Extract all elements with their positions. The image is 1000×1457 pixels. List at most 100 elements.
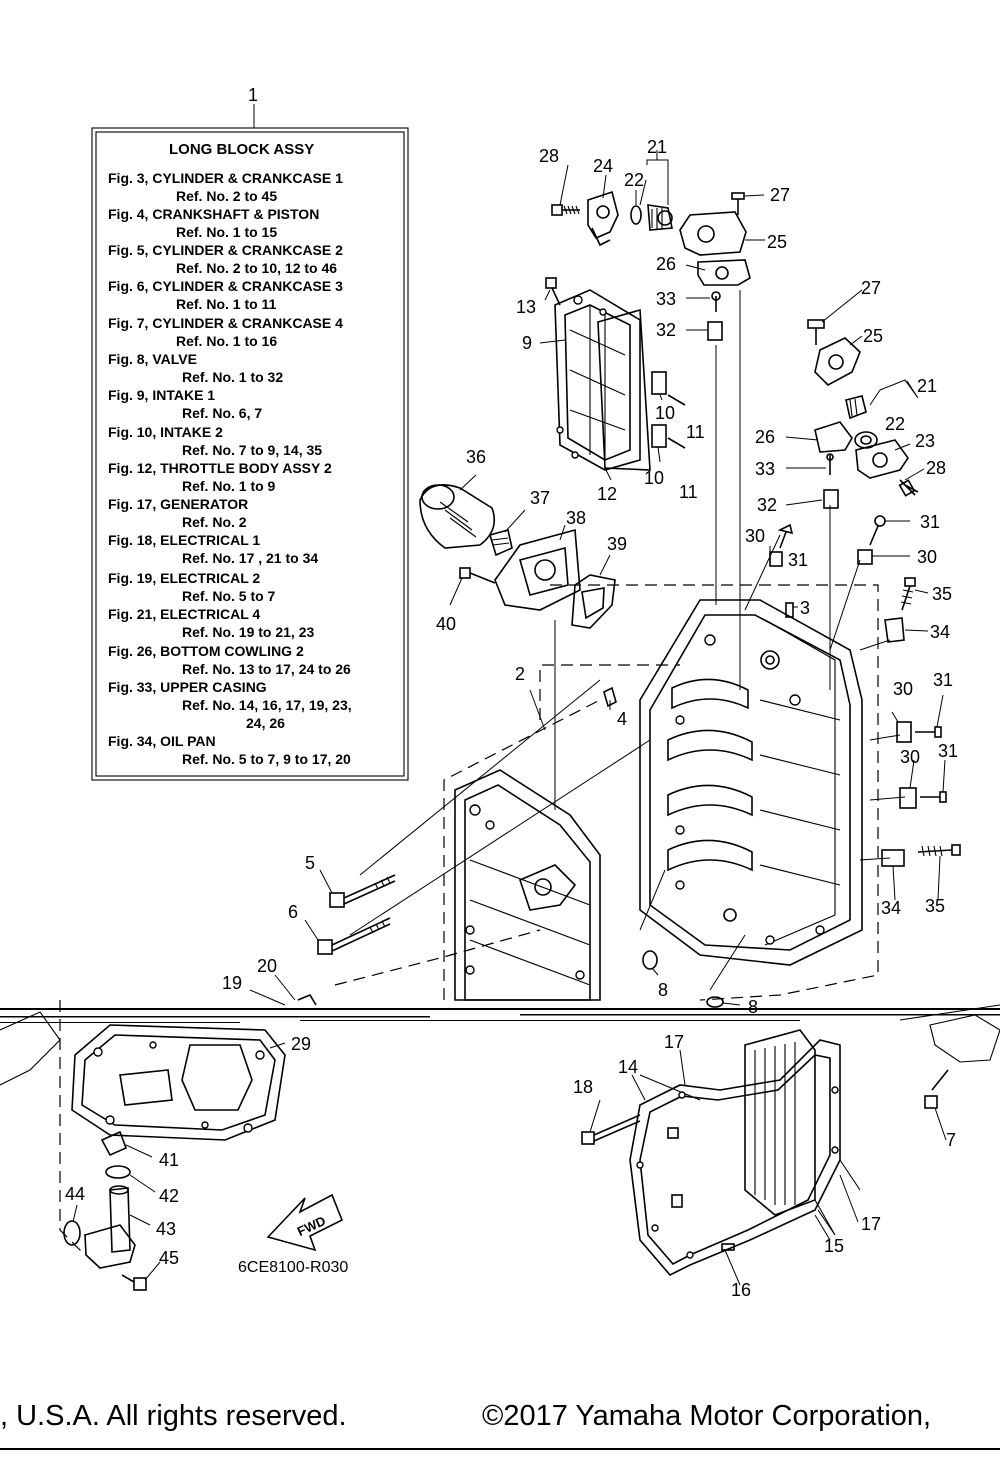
assembly-outline-lines (59, 290, 906, 1253)
callout-44: 44 (65, 1184, 85, 1204)
fig-line: Fig. 19, ELECTRICAL 2 (108, 570, 260, 586)
callout-16: 16 (731, 1280, 751, 1300)
ref-line: Ref. No. 14, 16, 17, 19, 23, (182, 697, 352, 713)
fig-line: Fig. 21, ELECTRICAL 4 (108, 606, 260, 622)
fig-line: Fig. 4, CRANKSHAFT & PISTON (108, 206, 319, 222)
callout-21b: 21 (917, 376, 937, 396)
callout-23: 23 (915, 431, 935, 451)
exhaust-gasket (71, 1024, 286, 1141)
callout-42: 42 (159, 1186, 179, 1206)
callout-7: 7 (946, 1130, 956, 1150)
ref-line: Ref. No. 1 to 16 (176, 333, 277, 349)
callout-5: 5 (305, 853, 315, 873)
callout-45: 45 (159, 1248, 179, 1268)
callout-6: 6 (288, 902, 298, 922)
fig-line: Fig. 6, CYLINDER & CRANKCASE 3 (108, 278, 343, 294)
callout-numbers: 2 3 4 5 6 7 8 8 9 10 10 11 11 12 13 14 1… (65, 137, 958, 1300)
fig-line: Fig. 26, BOTTOM COWLING 2 (108, 643, 304, 659)
callout-43: 43 (156, 1219, 176, 1239)
callout-28a: 28 (539, 146, 559, 166)
ref-line: 24, 26 (246, 715, 285, 731)
ref-line: Ref. No. 2 to 45 (176, 188, 277, 204)
fig-line: Fig. 3, CYLINDER & CRANKCASE 1 (108, 170, 343, 186)
callout-41: 41 (159, 1150, 179, 1170)
callout-31c: 31 (933, 670, 953, 690)
callout-21a: 21 (647, 137, 667, 157)
oil-pipe-group (63, 1130, 147, 1291)
callout-11b: 11 (679, 482, 698, 502)
long-block-assy-box: 1 LONG BLOCK ASSY Fig. 3, CYLINDER & CRA… (91, 85, 409, 781)
ref-line: Ref. No. 6, 7 (182, 405, 262, 421)
thermostat-group-right (807, 319, 919, 509)
forward-direction-arrow: FWD (266, 1193, 344, 1252)
callout-32b: 32 (757, 495, 777, 515)
ref-line: Ref. No. 13 to 17, 24 to 26 (182, 661, 351, 677)
intake-cover-plate (545, 277, 686, 471)
callout-36: 36 (466, 447, 486, 467)
callout-28b: 28 (926, 458, 946, 478)
scan-glitch-band (0, 1004, 1000, 1086)
callout-11a: 11 (686, 422, 705, 442)
fig-line: Fig. 34, OIL PAN (108, 733, 216, 749)
callout-4: 4 (617, 709, 627, 729)
bottom-scan-edge (0, 1448, 1000, 1450)
callout-30c: 30 (893, 679, 913, 699)
oil-filter-group (419, 484, 616, 629)
copyright-footer-right: ©2017 Yamaha Motor Corporation, (482, 1400, 932, 1432)
callout-29: 29 (291, 1034, 311, 1054)
callout-37: 37 (530, 488, 550, 508)
fig-line: Fig. 8, VALVE (108, 351, 197, 367)
ref-line: Ref. No. 5 to 7 (182, 588, 276, 604)
copyright-footer-left: , U.S.A. All rights reserved. (0, 1400, 347, 1432)
fig-line: Fig. 18, ELECTRICAL 1 (108, 532, 260, 548)
ref-line: Ref. No. 2 to 10, 12 to 46 (176, 260, 337, 276)
callout-26a: 26 (656, 254, 676, 274)
callout-14: 14 (618, 1057, 638, 1077)
callout-8b: 8 (748, 997, 758, 1017)
callout-leader-lines (72, 164, 947, 1286)
callout-13: 13 (516, 297, 536, 317)
callout-2: 2 (515, 664, 525, 684)
ref-line: Ref. No. 17 , 21 to 34 (182, 550, 318, 566)
ref-line: Ref. No. 19 to 21, 23 (182, 624, 314, 640)
ref-line: Ref. No. 1 to 32 (182, 369, 283, 385)
assy-ref-number: 1 (248, 85, 258, 105)
callout-19: 19 (222, 973, 242, 993)
fig-line: Fig. 17, GENERATOR (108, 496, 248, 512)
fig-line: Fig. 12, THROTTLE BODY ASSY 2 (108, 460, 332, 476)
callout-30a: 30 (745, 526, 765, 546)
callout-18: 18 (573, 1077, 593, 1097)
assy-title: LONG BLOCK ASSY (169, 141, 314, 158)
oil-pan-cover (581, 1029, 949, 1276)
callout-35b: 35 (925, 896, 945, 916)
callout-35a: 35 (932, 584, 952, 604)
callout-27b: 27 (861, 278, 881, 298)
callout-17b: 17 (861, 1214, 881, 1234)
ref-line: Ref. No. 1 to 15 (176, 224, 277, 240)
ref-line: Ref. No. 7 to 9, 14, 35 (182, 442, 322, 458)
callout-27a: 27 (770, 185, 790, 205)
ref-line: Ref. No. 1 to 11 (176, 296, 277, 312)
callout-9: 9 (522, 333, 532, 353)
callout-31d: 31 (938, 741, 958, 761)
callout-39: 39 (607, 534, 627, 554)
callout-8a: 8 (658, 980, 668, 1000)
callout-22a: 22 (624, 170, 644, 190)
callout-31a: 31 (788, 550, 808, 570)
callout-10b: 10 (644, 468, 664, 488)
callout-3: 3 (800, 598, 810, 618)
ref-line: Ref. No. 1 to 9 (182, 478, 276, 494)
fig-line: Fig. 9, INTAKE 1 (108, 387, 215, 403)
callout-26b: 26 (755, 427, 775, 447)
callout-34a: 34 (930, 622, 950, 642)
callout-31b: 31 (920, 512, 940, 532)
callout-25b: 25 (863, 326, 883, 346)
callout-30d: 30 (900, 747, 920, 767)
callout-10a: 10 (655, 403, 675, 423)
fig-line: Fig. 5, CYLINDER & CRANKCASE 2 (108, 242, 343, 258)
callout-38: 38 (566, 508, 586, 528)
callout-25a: 25 (767, 232, 787, 252)
cylinder-block (603, 599, 863, 1008)
ref-line: Ref. No. 5 to 7, 9 to 17, 20 (182, 751, 351, 767)
